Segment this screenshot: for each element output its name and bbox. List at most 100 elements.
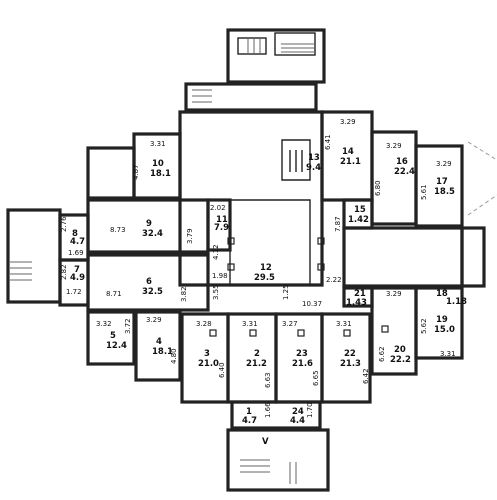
room-12-number: 12	[260, 263, 272, 273]
dim-r23-b: 6.65	[312, 370, 320, 386]
dim-r7-b: 1.72	[66, 288, 82, 296]
dim-r8-a: 2.76	[60, 216, 68, 232]
room-4-area: 18.1	[152, 347, 173, 357]
dim-r12-d: 10.37	[302, 300, 322, 308]
dim-r20-a: 3.29	[386, 290, 402, 298]
dim-r2-b: 6.63	[264, 372, 272, 388]
room-20-number: 20	[394, 345, 406, 355]
room-21-area: 1.43	[346, 298, 367, 308]
dim-r22-a: 3.31	[336, 320, 352, 328]
room-17-number: 17	[436, 177, 448, 187]
outline-right	[467, 141, 497, 216]
bottom-row	[180, 286, 418, 492]
room-6-area: 32.5	[142, 287, 163, 297]
columns	[209, 237, 389, 337]
room-23-area: 21.6	[292, 359, 313, 369]
dim-r6-a: 8.71	[106, 290, 122, 298]
room-23-number: 23	[296, 349, 308, 359]
room-1-number: 1	[246, 407, 252, 417]
room-10-number: 10	[152, 159, 164, 169]
right-wing	[320, 110, 486, 360]
dim-r16-b: 6.80	[374, 180, 382, 196]
room-2-number: 2	[254, 349, 260, 359]
dim-r9-b: 3.79	[186, 228, 194, 244]
room-5-area: 12.4	[106, 341, 127, 351]
dim-r11-b: 4.12	[212, 244, 220, 260]
dim-r17-b: 5.61	[420, 184, 428, 200]
dim-r22-b: 6.42	[362, 368, 370, 384]
left-wing	[6, 132, 210, 382]
dim-r3-a: 3.28	[196, 320, 212, 328]
dim-r12-e: 2.22	[326, 276, 342, 284]
dim-r23-a: 3.27	[282, 320, 298, 328]
dim-r10-a: 3.31	[150, 140, 166, 148]
dim-r5-b: 3.72	[124, 318, 132, 334]
room-10-area: 18.1	[150, 169, 171, 179]
room-3-number: 3	[204, 349, 210, 359]
room-24-area: 4.4	[290, 416, 305, 426]
top-annex	[184, 28, 326, 112]
dim-r2-a: 3.31	[242, 320, 258, 328]
room-6-number: 6	[146, 277, 152, 287]
room-14-area: 21.1	[340, 157, 361, 167]
room-11-number: 11	[216, 215, 228, 225]
dim-r5-a: 3.32	[96, 320, 112, 328]
dim-r15-a: 7.87	[334, 216, 342, 232]
room-1-area: 4.7	[242, 416, 257, 426]
room-13-number: 13	[308, 153, 320, 163]
room-11-outline	[206, 198, 232, 252]
room-18-number: 18	[436, 289, 448, 299]
room-18-area: 1.18	[446, 297, 467, 307]
room-3-area: 21.0	[198, 359, 219, 369]
room-22-area: 21.3	[340, 359, 361, 369]
room-8-number: 8	[72, 229, 78, 239]
room-9-area: 32.4	[142, 229, 163, 239]
dim-r10-b: 4.87	[132, 164, 140, 180]
section-mark: V	[262, 437, 269, 447]
dim-r12-c: 1.25	[282, 284, 290, 300]
room-19-area: 15.0	[434, 325, 455, 335]
room-19-number: 19	[436, 315, 448, 325]
room-4-number: 4	[156, 337, 162, 347]
room-8-area: 4.7	[70, 237, 85, 247]
room-22-number: 22	[344, 349, 356, 359]
room-7-area: 4.9	[70, 273, 85, 283]
dim-r17-a: 3.29	[436, 160, 452, 168]
room-20-area: 22.2	[390, 355, 411, 365]
room-5-number: 5	[110, 331, 116, 341]
dim-r20-b: 6.62	[378, 346, 386, 362]
dim-r4-a: 3.29	[146, 316, 162, 324]
dim-r7-a: 2.82	[60, 264, 68, 280]
room-labels: 3.31 10 18.1 4.87 3.29 14 21.1 6.41 13 9…	[60, 118, 467, 447]
room-24-number: 24	[292, 407, 304, 417]
room-12-area: 29.5	[254, 273, 275, 283]
dim-r12-b: 1.98	[212, 272, 228, 280]
dim-r14-a: 3.29	[340, 118, 356, 126]
room-15-area: 1.42	[348, 215, 369, 225]
dim-r19-a: 5.62	[420, 318, 428, 334]
room-7-number: 7	[74, 265, 80, 275]
dim-r8-b: 1.69	[68, 249, 84, 257]
room-13-area: 9.4	[306, 163, 321, 173]
dim-r3-b: 6.40	[218, 362, 226, 378]
room-15-number: 15	[354, 205, 366, 215]
room-14-number: 14	[342, 147, 354, 157]
room-16-area: 22.4	[394, 167, 415, 177]
dim-r11-a: 2.02	[210, 204, 226, 212]
dim-r1-a: 1.66	[264, 402, 272, 418]
dim-r24-a: 1.70	[306, 402, 314, 418]
room-17-area: 18.5	[434, 187, 455, 197]
room-9-number: 9	[146, 219, 152, 229]
dim-r14-b: 6.41	[324, 134, 332, 150]
room-2-area: 21.2	[246, 359, 267, 369]
dim-r9-a: 8.73	[110, 226, 126, 234]
dim-r16-a: 3.29	[386, 142, 402, 150]
room-11-area: 7.9	[214, 223, 229, 233]
dim-r12-a: 3.55	[212, 284, 220, 300]
room-21-number: 21	[354, 289, 366, 299]
stair-core	[281, 139, 311, 181]
room-16-number: 16	[396, 157, 408, 167]
dim-r19-b: 3.31	[440, 350, 456, 358]
dim-r6-b: 3.82	[180, 286, 188, 302]
